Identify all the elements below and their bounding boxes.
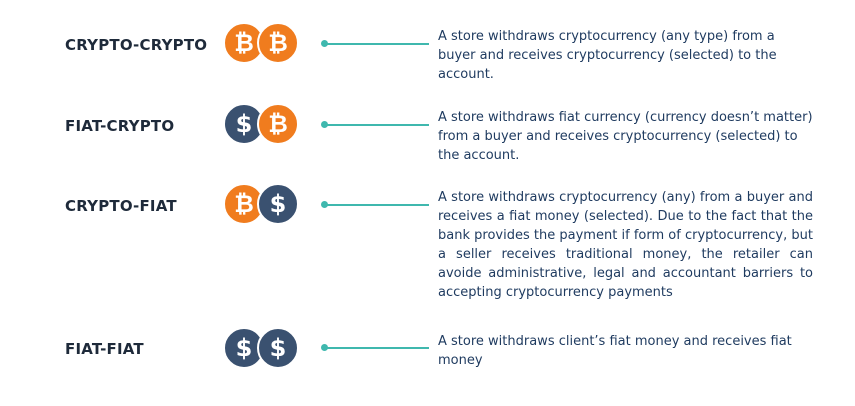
- connector: [321, 121, 431, 129]
- connector-line: [325, 124, 429, 126]
- coin-pair: ₿ $: [223, 183, 303, 225]
- row-description: A store withdraws client’s fiat money an…: [438, 334, 792, 368]
- row-label: FIAT-CRYPTO: [65, 117, 175, 135]
- connector-dot: [321, 121, 328, 128]
- connector: [321, 344, 431, 352]
- connector-dot: [321, 201, 328, 208]
- row-label: CRYPTO-CRYPTO: [65, 36, 208, 54]
- row-description: A store withdraws cryptocurrency (any) f…: [438, 190, 813, 300]
- dollar-icon: $: [257, 183, 299, 225]
- connector-line: [325, 204, 429, 206]
- connector-dot: [321, 40, 328, 47]
- connector: [321, 40, 431, 48]
- row-description: A store withdraws fiat currency (currenc…: [438, 110, 813, 163]
- dollar-icon: $: [257, 327, 299, 369]
- coin-pair: $ ₿: [223, 103, 303, 145]
- row-description: A store withdraws cryptocurrency (any ty…: [438, 29, 777, 82]
- coin-pair: ₿ ₿: [223, 22, 303, 64]
- connector-line: [325, 43, 429, 45]
- connector-dot: [321, 344, 328, 351]
- row-label: CRYPTO-FIAT: [65, 197, 177, 215]
- connector-line: [325, 347, 429, 349]
- row-label: FIAT-FIAT: [65, 340, 144, 358]
- connector: [321, 201, 431, 209]
- bitcoin-icon: ₿: [257, 103, 299, 145]
- bitcoin-icon: ₿: [257, 22, 299, 64]
- coin-pair: $ $: [223, 327, 303, 369]
